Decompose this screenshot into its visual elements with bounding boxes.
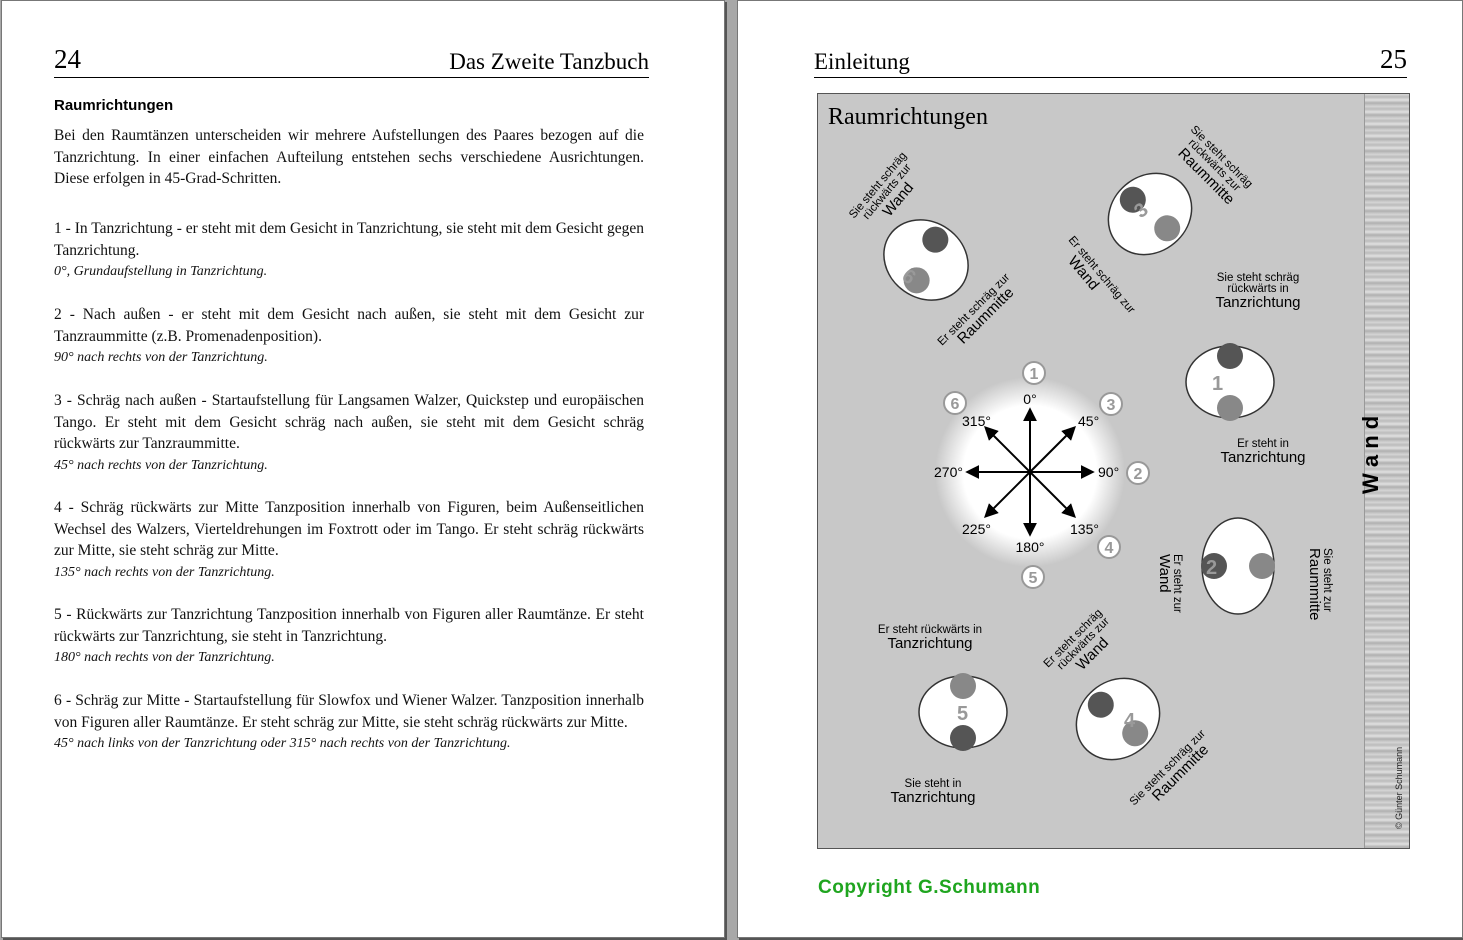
arrow-135 xyxy=(1029,471,1076,518)
svg-text:Tanzrichtung: Tanzrichtung xyxy=(890,789,975,806)
svg-text:1: 1 xyxy=(1030,366,1039,383)
figure-title: Raumrichtungen xyxy=(828,104,988,130)
item-note: 90° nach rechts von der Tanzrichtung. xyxy=(54,350,268,365)
left-page-number: 24 xyxy=(54,44,81,74)
item-text: 4 - Schräg rückwärts zur Mitte Tanzposit… xyxy=(54,499,644,559)
copyright-notice: Copyright G.Schumann xyxy=(818,877,1041,898)
item-text: 6 - Schräg zur Mitte - Startaufstellung … xyxy=(54,692,644,731)
item-note: 135° nach rechts von der Tanzrichtung. xyxy=(54,564,275,580)
couple-6: 6 Sie steht schräg rückwärts zur Wand Er… xyxy=(847,150,1017,348)
svg-text:1: 1 xyxy=(1212,373,1223,395)
item-text: 1 - In Tanzrichtung - er steht mit dem G… xyxy=(54,220,644,259)
arrow-315 xyxy=(984,426,1031,473)
item-note: 45° nach rechts von der Tanzrichtung. xyxy=(54,457,268,473)
angle-label: 315° xyxy=(962,413,991,429)
couple-4: 4 Er steht schräg rückwärts zur Wand Sie… xyxy=(1042,607,1213,808)
couple-2: 2 Sie steht zur Raummitte Er steht zur W… xyxy=(1156,517,1333,621)
svg-text:Tanzrichtung: Tanzrichtung xyxy=(1220,449,1305,466)
position-marker: 3 xyxy=(1099,392,1123,416)
couple-5: 5 Er steht rückwärts in Tanzrichtung Sie… xyxy=(878,624,1008,806)
direction-item-5: 5 - Rückwärts zur Tanzrichtung Tanzposit… xyxy=(54,604,644,669)
svg-text:Tanzrichtung: Tanzrichtung xyxy=(1215,294,1300,311)
svg-text:Tanzrichtung: Tanzrichtung xyxy=(887,635,972,652)
svg-text:5: 5 xyxy=(957,703,968,725)
position-marker: 2 xyxy=(1126,461,1150,485)
couple-1: 1 Sie steht schräg rückwärts in Tanzrich… xyxy=(1185,272,1306,466)
item-text: 2 - Nach außen - er steht mit dem Gesich… xyxy=(54,306,644,345)
svg-text:Er steht zur: Er steht zur xyxy=(1171,554,1183,613)
direction-diagram: Raumrichtungen xyxy=(817,93,1410,849)
svg-text:Sie steht schräg: Sie steht schräg xyxy=(1217,272,1299,284)
svg-text:Sie steht zur: Sie steht zur xyxy=(1321,548,1333,612)
item-text: 3 - Schräg nach außen - Startaufstellung… xyxy=(54,392,644,452)
angle-label: 180° xyxy=(1016,539,1045,555)
direction-item-2: 2 - Nach außen - er steht mit dem Gesich… xyxy=(54,304,644,369)
right-page: Einleitung 25 Raumrichtungen xyxy=(737,0,1463,938)
wall-label: W a n d xyxy=(1358,416,1383,494)
svg-text:3: 3 xyxy=(1107,397,1116,414)
figure-copyright: © Günter Schumann xyxy=(1394,747,1404,829)
item-note: 180° nach rechts von der Tanzrichtung. xyxy=(54,650,275,665)
svg-text:Sie steht in: Sie steht in xyxy=(905,778,962,790)
diagram-svg: 0° 45° 90° 135° 180° 225° 270° 315° 1 xyxy=(847,124,1404,829)
item-note: 45° nach links von der Tanzrichtung oder… xyxy=(54,736,511,751)
arrow-45 xyxy=(1029,426,1076,473)
svg-text:Er steht rückwärts in: Er steht rückwärts in xyxy=(878,624,982,636)
position-marker: 5 xyxy=(1021,565,1045,589)
right-page-number: 25 xyxy=(1380,44,1407,74)
direction-item-3: 3 - Schräg nach außen - Startaufstellung… xyxy=(54,390,644,476)
direction-item-1: 1 - In Tanzrichtung - er steht mit dem G… xyxy=(54,218,644,283)
left-page-header: 24 Das Zweite Tanzbuch xyxy=(54,44,649,78)
svg-text:rückwärts in: rückwärts in xyxy=(1227,283,1288,295)
angle-label: 225° xyxy=(962,521,991,537)
section-title: Raumrichtungen xyxy=(54,97,174,114)
compass: 0° 45° 90° 135° 180° 225° 270° 315° 1 xyxy=(934,361,1150,589)
position-marker: 4 xyxy=(1097,535,1121,559)
svg-text:5: 5 xyxy=(1029,570,1038,587)
left-page: 24 Das Zweite Tanzbuch Raumrichtungen Be… xyxy=(1,0,725,938)
svg-text:Wand: Wand xyxy=(1156,554,1173,593)
arrow-225 xyxy=(984,471,1031,518)
wall-strip xyxy=(1364,94,1409,848)
intro-paragraph: Bei den Raumtänzen unterscheiden wir meh… xyxy=(54,127,644,187)
svg-text:Raummitte: Raummitte xyxy=(1306,548,1323,621)
position-marker: 6 xyxy=(943,391,967,415)
svg-text:4: 4 xyxy=(1105,540,1114,557)
svg-text:4: 4 xyxy=(1124,710,1136,732)
right-page-header: Einleitung 25 xyxy=(814,44,1407,78)
position-marker: 1 xyxy=(1022,361,1046,385)
svg-text:6: 6 xyxy=(951,396,960,413)
angle-label: 90° xyxy=(1098,464,1119,480)
angle-label: 270° xyxy=(934,464,963,480)
left-header-title: Das Zweite Tanzbuch xyxy=(449,49,649,74)
svg-text:Er steht in: Er steht in xyxy=(1237,438,1289,450)
direction-item-4: 4 - Schräg rückwärts zur Mitte Tanzposit… xyxy=(54,497,644,583)
item-note: 0°, Grundaufstellung in Tanzrichtung. xyxy=(54,264,268,279)
item-text: 5 - Rückwärts zur Tanzrichtung Tanzposit… xyxy=(54,606,644,645)
svg-text:2: 2 xyxy=(1206,557,1217,579)
angle-label: 45° xyxy=(1078,413,1099,429)
right-header-title: Einleitung xyxy=(814,49,910,74)
angle-label: 135° xyxy=(1070,521,1099,537)
angle-label: 0° xyxy=(1023,391,1036,407)
direction-item-6: 6 - Schräg zur Mitte - Startaufstellung … xyxy=(54,690,644,755)
svg-text:2: 2 xyxy=(1134,466,1143,483)
